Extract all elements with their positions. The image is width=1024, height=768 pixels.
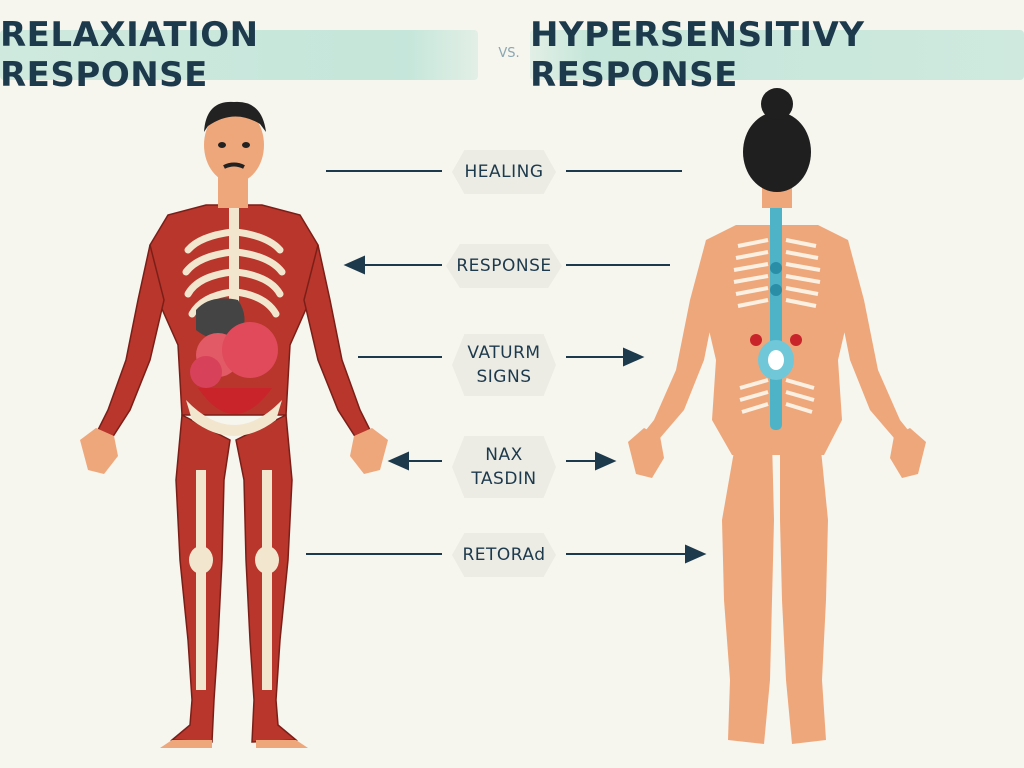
arrow-left-icon [343, 255, 365, 275]
label-line: VATURM [467, 343, 541, 363]
label-vaturm-signs: VATURM SIGNS [452, 334, 556, 396]
arrow-left-icon [387, 451, 409, 471]
label-nax-tasdin: NAX TASDIN [452, 436, 556, 498]
label-line: RESPONSE [456, 256, 552, 276]
arrow-right-icon [595, 451, 617, 471]
label-retorad: RETORAd [452, 533, 556, 577]
right-title-banner: HYPERSENSITIVY RESPONSE [530, 15, 1024, 95]
vs-separator: VS. [498, 46, 520, 61]
label-line: RETORAd [462, 545, 546, 565]
label-line: TASDIN [471, 469, 537, 489]
left-title-banner: RELAXIATION RESPONSE [0, 15, 478, 95]
label-response: RESPONSE [446, 244, 562, 288]
right-title: HYPERSENSITIVY RESPONSE [530, 15, 865, 95]
left-title: RELAXIATION RESPONSE [0, 15, 259, 95]
arrow-right-icon [685, 544, 707, 564]
label-healing: HEALING [452, 150, 556, 194]
arrow-right-icon [623, 347, 645, 367]
label-line: HEALING [464, 162, 544, 182]
label-line: NAX [485, 445, 523, 465]
label-line: SIGNS [476, 367, 532, 387]
